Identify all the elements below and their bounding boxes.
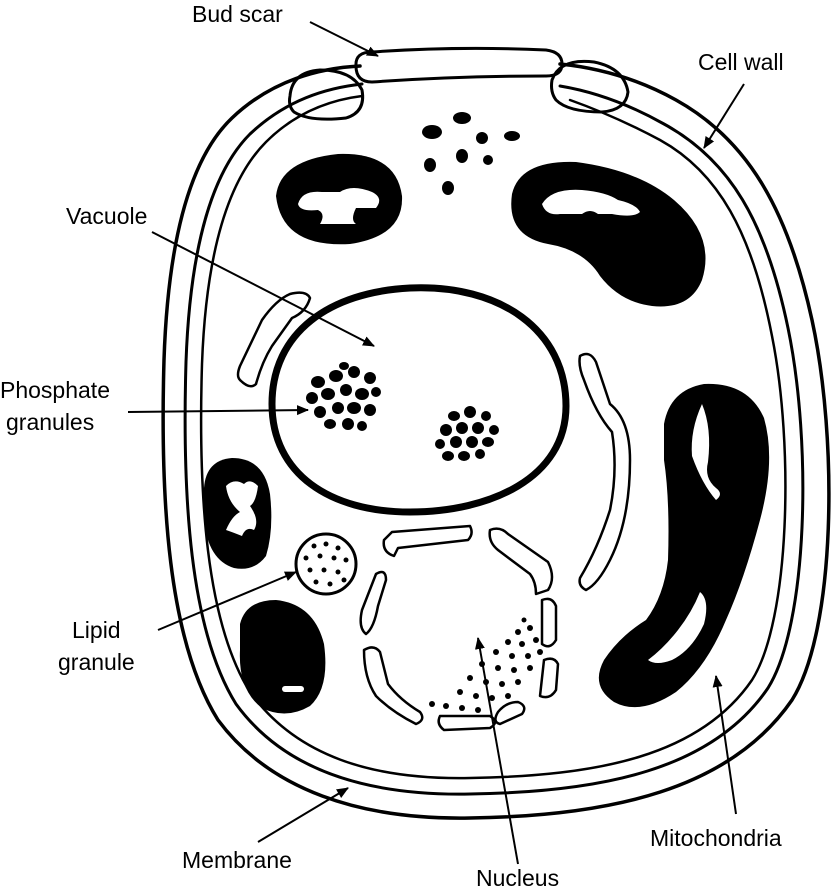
cell-wall-arrow	[703, 83, 745, 149]
cell-wall-inner	[183, 82, 805, 796]
label-nucleus: Nucleus	[476, 865, 559, 890]
phosphate-arrow	[127, 405, 309, 416]
label-lipid-line2: granule	[58, 649, 135, 675]
mitochondrion-right-elongated	[598, 383, 770, 708]
mitochondria-arrow	[712, 675, 737, 815]
vacuole-arrow	[151, 231, 375, 347]
lipid-arrow	[157, 571, 297, 631]
bud-scar-collar-left	[288, 68, 365, 121]
cell-wall-outer	[161, 62, 831, 820]
nucleolus-stipple	[429, 617, 543, 713]
label-phosphate-line2: granules	[6, 409, 94, 435]
endoplasmic-reticulum-right	[578, 352, 632, 592]
mitochondrion-top-left	[276, 153, 403, 245]
mitochondrion-top-right	[511, 161, 706, 307]
label-vacuole: Vacuole	[66, 203, 147, 229]
leader-lines	[127, 21, 745, 865]
plasma-membrane	[199, 94, 787, 780]
phosphate-granules-cluster-1	[306, 362, 381, 431]
label-membrane: Membrane	[182, 847, 292, 873]
membrane-arrow	[257, 787, 349, 843]
lipid-granule	[294, 532, 358, 596]
endoplasmic-reticulum-left	[236, 291, 312, 388]
bud-scar-arrow	[309, 21, 379, 57]
vacuole	[268, 284, 570, 516]
label-phosphate-line1: Phosphate	[0, 377, 110, 403]
label-mitochondria: Mitochondria	[650, 825, 782, 851]
nucleus-arrow	[474, 637, 519, 865]
mitochondrion-left	[204, 458, 272, 569]
cytoplasm-granules	[422, 112, 520, 195]
label-lipid-line1: Lipid	[72, 617, 121, 643]
bud-scar	[354, 46, 564, 84]
mitochondrion-bottom-left	[239, 600, 326, 714]
phosphate-granules-cluster-2	[435, 406, 499, 461]
bud-scar-collar-right	[550, 59, 630, 114]
label-bud-scar: Bud scar	[192, 1, 283, 27]
label-cell-wall: Cell wall	[698, 49, 784, 75]
